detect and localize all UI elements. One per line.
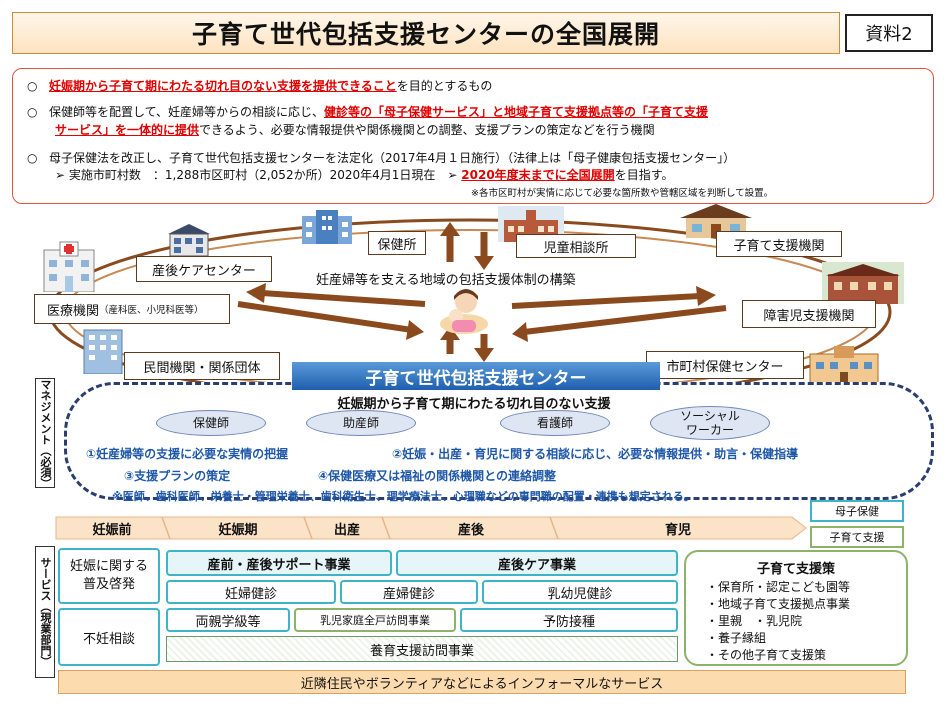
kosodate-shiensaku-item: ・養子縁組 <box>706 631 767 645</box>
center-title-banner: 子育て世代包括支援センター <box>292 362 660 390</box>
label-jido-sodanjo: 児童相談所 <box>516 234 636 258</box>
label-hokenjo: 保健所 <box>368 231 426 255</box>
svc-ryoshin-gakkyu: 両親学級等 <box>166 608 290 632</box>
stage-ikuji: 育児 <box>664 522 691 538</box>
function-2: ②妊娠・出産・育児に関する相談に応じ、必要な情報提供・助言・保健指導 <box>392 447 799 461</box>
kosodate-shiensaku-item: ・保育所・認定こども園等 <box>706 580 851 594</box>
intro-line-2: ○ 保健師等を配置して、妊産婦等からの相談に応じ、健診等の「母子保健サービス」と… <box>27 104 708 121</box>
shogai-building-icon <box>822 262 904 304</box>
intro-text: 保健師等を配置して、妊産婦等からの相談に応じ、 <box>48 105 324 119</box>
label-shichoson-hoken-center: 市町村保健センター <box>646 351 804 379</box>
page-title: 子育て世代包括支援センターの全国展開 <box>12 12 840 54</box>
svc-yoiku-shien-homon: 養育支援訪問事業 <box>166 636 678 662</box>
label-kosodate-kikan: 子育て支援機関 <box>716 231 842 257</box>
kosodate-shiensaku-title: 子育て支援策 <box>756 562 835 577</box>
legend-kosodate-shien: 子育て支援 <box>810 526 904 548</box>
mother-child-icon <box>436 288 492 334</box>
intro-red-text: サービス」を一体的に提供 <box>55 123 200 137</box>
informal-services-bar: 近隣住民やボランティアなどによるインフォーマルなサービス <box>58 670 906 694</box>
svc-ninpu-kenshin: 妊婦健診 <box>166 580 336 604</box>
staff-josanshi: 助産師 <box>306 410 416 436</box>
intro-red-text: 2020年度末までに全国展開 <box>461 168 615 182</box>
label-iryo-kikan: 医療機関（産科医、小児科医等） <box>34 294 230 324</box>
staff-social-worker: ソーシャル ワーカー <box>650 406 770 440</box>
arrow-right-lower <box>237 301 413 333</box>
document-label: 資料2 <box>845 14 933 52</box>
staff-kangoshi: 看護師 <box>500 410 610 436</box>
intro-red-text: 健診等の「母子保健サービス」と地域子育て支援拠点等の「子育て支援 <box>323 105 708 119</box>
legend-boshi-hoken: 母子保健 <box>810 500 904 522</box>
function-1: ①妊産婦等の支援に必要な実情の把握 <box>86 447 289 461</box>
label-chiiki-houkatsu: 妊産婦等を支える地域の包括支援体制の構築 <box>316 273 576 288</box>
center-note: ※医師、歯科医師、栄養士・管理栄養士、歯科衛生士、理学療法士、心理職などの専門職… <box>112 490 695 503</box>
svc-sanpu-kenshin: 産婦健診 <box>340 580 478 604</box>
intro-line-5: ➢ 実施市町村数 ：1,288市区町村（2,052か所）2020年4月1日現在 … <box>55 167 674 184</box>
intro-text: を目指す。 <box>614 168 674 182</box>
svc-yobo-sesshu: 予防接種 <box>460 608 678 632</box>
intro-line-3: サービス」を一体的に提供できるよう、必要な情報提供や関係機関との調整、支援プラン… <box>55 122 655 139</box>
services-side-label: サービス（現業部門） <box>35 546 55 678</box>
stage-shussan: 出産 <box>333 522 360 538</box>
bullet: ○ <box>27 105 38 119</box>
intro-box: ○ 妊娠期から子育て期にわたる切れ目のない支援を提供できることを目的とするもの … <box>12 68 934 204</box>
intro-text: できるよう、必要な情報提供や関係機関との調整、支援プランの策定などを行う機関 <box>199 123 655 137</box>
arrow-right-upper <box>511 293 701 309</box>
bullet: ○ <box>27 79 38 93</box>
bullet: ○ <box>27 151 38 165</box>
label-sango-care-center: 産後ケアセンター <box>136 256 272 282</box>
hoken-building-icon <box>298 208 356 244</box>
intro-red-text: 妊娠期から子育て期にわたる切れ目のない支援を提供できること <box>48 79 397 93</box>
svc-sango-care: 産後ケア事業 <box>396 550 678 576</box>
label-shogaiji-shien: 障害児支援機関 <box>742 300 876 328</box>
svc-nyuyoji-kenshin: 乳幼児健診 <box>482 580 678 604</box>
stage-ninshin-mae: 妊娠前 <box>92 522 132 538</box>
arrow-left-lower <box>523 305 727 335</box>
staff-hokenshi: 保健師 <box>156 410 266 436</box>
hospital-icon <box>40 240 98 293</box>
intro-text: 母子保健法を改正し、子育て世代包括支援センターを法定化（2017年4月１日施行）… <box>48 151 736 165</box>
kosodate-shiensaku-item: ・地域子育て支援拠点事業 <box>706 597 851 611</box>
function-4: ④保健医療又は福祉の関係機関との連絡調整 <box>318 469 557 483</box>
arrow-left-upper <box>261 290 426 307</box>
stage-ninshin-ki: 妊娠期 <box>218 522 258 538</box>
sango-building-icon <box>166 222 212 257</box>
office-building-icon <box>80 328 126 375</box>
label-iryo-main: 医療機関 <box>47 303 100 319</box>
svc-funin-sodan: 不妊相談 <box>58 608 160 666</box>
label-iryo-note: （産科医、小児科医等） <box>99 305 204 316</box>
label-minkan-kikan: 民間機関・関係団体 <box>124 352 280 380</box>
kosodate-shiensaku-item: ・その他子育て支援策 <box>706 648 827 662</box>
kosodate-shiensaku-box: 子育て支援策 ・保育所・認定こども園等 ・地域子育て支援拠点事業 ・里親 ・乳児… <box>684 550 908 666</box>
management-side-label: マネジメント（必須） <box>35 378 55 489</box>
svc-nyuji-katei-homon: 乳児家庭全戸訪問事業 <box>294 608 456 632</box>
kosodate-shiensaku-item: ・里親 ・乳児院 <box>706 614 803 628</box>
stage-sango: 産後 <box>457 522 484 538</box>
intro-text: ➢ 実施市町村数 ：1,288市区町村（2,052か所）2020年4月1日現在 … <box>55 168 458 182</box>
intro-text: を目的とするもの <box>396 79 493 93</box>
intro-line-1: ○ 妊娠期から子育て期にわたる切れ目のない支援を提供できることを目的とするもの <box>27 78 492 95</box>
svc-ninshin-fukyu: 妊娠に関する 普及啓発 <box>58 548 160 604</box>
intro-line-4: ○ 母子保健法を改正し、子育て世代包括支援センターを法定化（2017年4月１日施… <box>27 150 735 167</box>
svc-sanzen-sango-support: 産前・産後サポート事業 <box>166 550 392 576</box>
intro-note: ※各市区町村が実情に応じて必要な箇所数や管轄区域を判断して設置。 <box>471 188 774 199</box>
function-3: ③支援プランの策定 <box>124 469 231 483</box>
center-subtitle: 妊娠期から子育て期にわたる切れ目のない支援 <box>337 397 611 412</box>
shichoson-building-icon <box>808 344 880 387</box>
